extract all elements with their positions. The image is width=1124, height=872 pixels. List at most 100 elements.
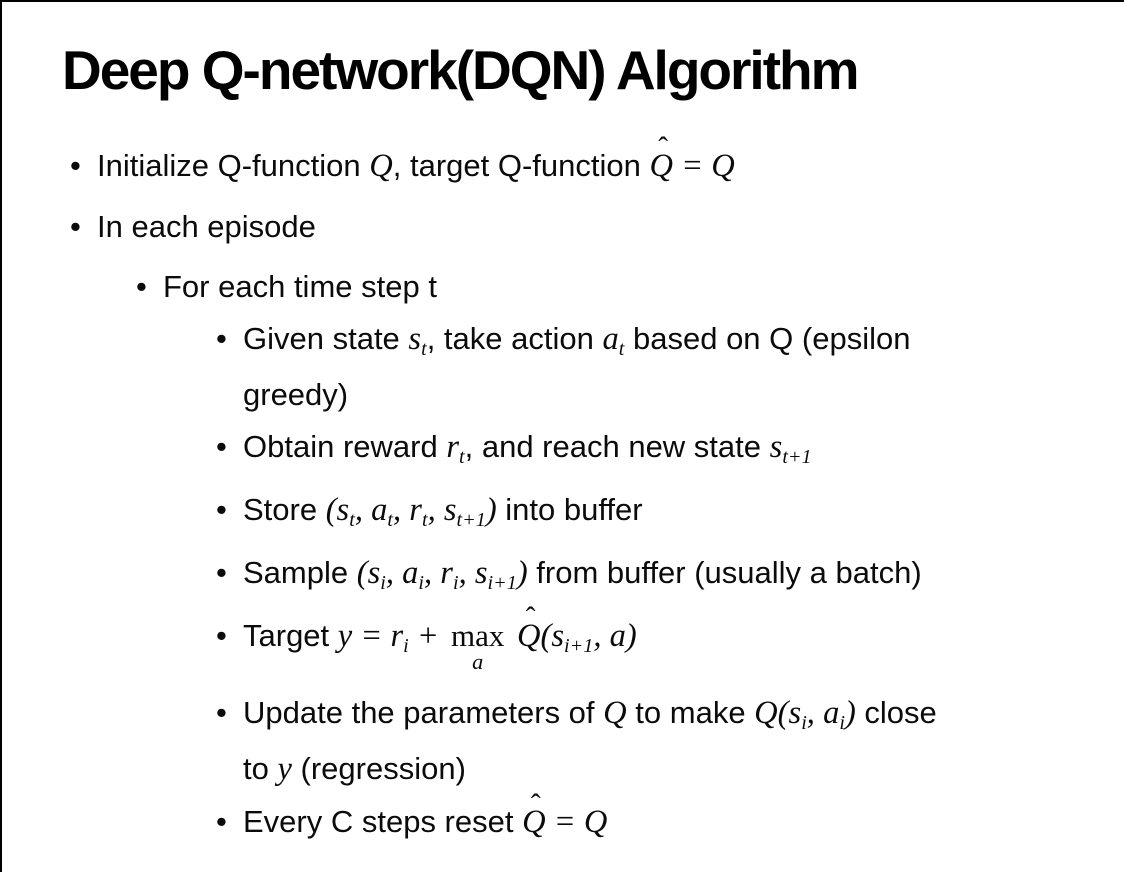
math-subscript: t	[421, 337, 427, 360]
bullet-marker: •	[216, 694, 227, 730]
text-segment: from buffer (usually a batch)	[527, 554, 922, 590]
math-subscript: t	[421, 508, 428, 531]
bullet-marker: •	[216, 320, 227, 356]
math-segment: , rt	[393, 491, 428, 531]
text-segment: close	[855, 694, 937, 730]
bullet-list: •Initialize Q-function Q, target Q-funct…	[2, 132, 1124, 845]
bullet-marker: •	[216, 554, 227, 590]
text-segment: Initialize Q-function	[97, 147, 370, 183]
math-subscript: t	[387, 508, 393, 531]
math-segment: Q	[369, 147, 393, 184]
hat-accent: ˆ	[658, 132, 668, 165]
bullet-marker: •	[216, 803, 227, 839]
text-segment: Every C steps reset	[243, 803, 523, 839]
max-operator-subscript: a	[472, 648, 484, 674]
math-segment: , at	[354, 491, 393, 531]
math-subscript: i	[452, 571, 459, 594]
bullet-item: • Given state st, take action at based on…	[2, 316, 1124, 417]
bullet-item: • In each episode	[2, 204, 1124, 249]
bullet-marker: •	[136, 268, 147, 304]
math-segment: )	[516, 554, 528, 591]
bullet-item: • Obtain reward rt, and reach new state s…	[2, 424, 1124, 480]
math-segment: , ri	[424, 554, 459, 594]
math-subscript: i	[839, 711, 845, 734]
math-segment: (si+1	[540, 617, 594, 657]
bullet-text: Update the parameters of Q to make Q(si,…	[243, 690, 1124, 792]
math-subscript: i	[403, 634, 409, 657]
text-segment: Target	[243, 617, 338, 653]
hat-accent: ˆ	[525, 602, 536, 635]
text-segment: , and reach new state	[464, 428, 770, 464]
text-segment: to make	[626, 694, 755, 730]
math-segment: (st	[325, 491, 355, 531]
math-subscript: t+1	[782, 445, 812, 468]
math-segment: , ai	[806, 694, 845, 734]
math-segment: )	[844, 694, 856, 731]
hat-accent: ˆ	[530, 788, 541, 821]
math-subscript: i+1	[564, 634, 594, 657]
bullet-text: For each time step t	[163, 264, 1124, 309]
slide-title: Deep Q-network(DQN) Algorithm	[62, 39, 860, 101]
bullet-item: • Initialize Q-function Q, target Q-funct…	[2, 132, 1124, 189]
math-segment: , ai	[385, 554, 425, 594]
text-segment: into buffer	[496, 491, 643, 527]
bullet-text: Obtain reward rt, and reach new state st…	[243, 424, 1124, 480]
math-segment: +	[408, 617, 447, 654]
text-segment: (regression)	[291, 750, 466, 786]
text-segment: Given state	[243, 320, 409, 356]
bullet-marker: •	[70, 208, 81, 244]
text-segment: to	[243, 750, 278, 786]
bullet-text: Initialize Q-function Q, target Q-functi…	[97, 132, 1124, 189]
math-subscript: t	[349, 508, 355, 531]
math-segment: = Q	[673, 147, 735, 184]
bullet-marker: •	[216, 491, 227, 527]
math-segment: st+1	[769, 428, 812, 468]
math-subscript: i+1	[487, 571, 517, 594]
math-subscript: t+1	[456, 508, 486, 531]
text-segment: , target Q-function	[392, 147, 650, 183]
math-segment: )	[485, 491, 497, 528]
bullet-marker: •	[216, 617, 227, 653]
text-segment: greedy)	[243, 376, 349, 412]
math-subscript: t	[618, 337, 625, 360]
bullet-text: Store (st, at, rt, st+1) into buffer	[243, 487, 1124, 543]
math-subscript: i	[380, 571, 386, 594]
math-segment: , si+1	[458, 554, 517, 594]
math-subscript: i	[801, 711, 807, 734]
math-segment: (si	[356, 554, 386, 594]
bullet-marker: •	[216, 428, 227, 464]
math-segment: , st+1	[427, 491, 486, 531]
math-segment: y	[277, 750, 292, 787]
bullet-item: • Update the parameters of Q to make Q(si…	[2, 690, 1124, 792]
math-segment: = Q	[545, 803, 608, 840]
text-segment: Update the parameters of	[243, 694, 604, 730]
math-segment: Q(si	[754, 694, 807, 734]
math-subscript: i	[418, 571, 425, 594]
math-segment: at	[602, 320, 625, 360]
bullet-text: Sample (si, ai, ri, si+1) from buffer (u…	[243, 550, 1124, 606]
text-segment: Obtain reward	[243, 428, 447, 464]
bullet-text: In each episode	[97, 204, 1124, 249]
math-subscript: t	[459, 445, 465, 468]
math-segment: , a)	[593, 617, 637, 654]
text-segment: based on Q (epsilon	[624, 320, 911, 356]
bullet-item: • For each time step t	[2, 264, 1124, 309]
bullet-marker: •	[70, 147, 81, 183]
text-segment: For each time step t	[163, 268, 437, 304]
text-segment: , take action	[426, 320, 603, 356]
math-segment: Q	[603, 694, 627, 731]
math-segment: y = ri	[337, 617, 409, 657]
math-segment: st	[408, 320, 427, 360]
text-segment: In each episode	[97, 208, 316, 244]
bullet-text: Given state st, take action at based on …	[243, 316, 1124, 417]
bullet-item: • Sample (si, ai, ri, si+1) from buffer (…	[2, 550, 1124, 606]
